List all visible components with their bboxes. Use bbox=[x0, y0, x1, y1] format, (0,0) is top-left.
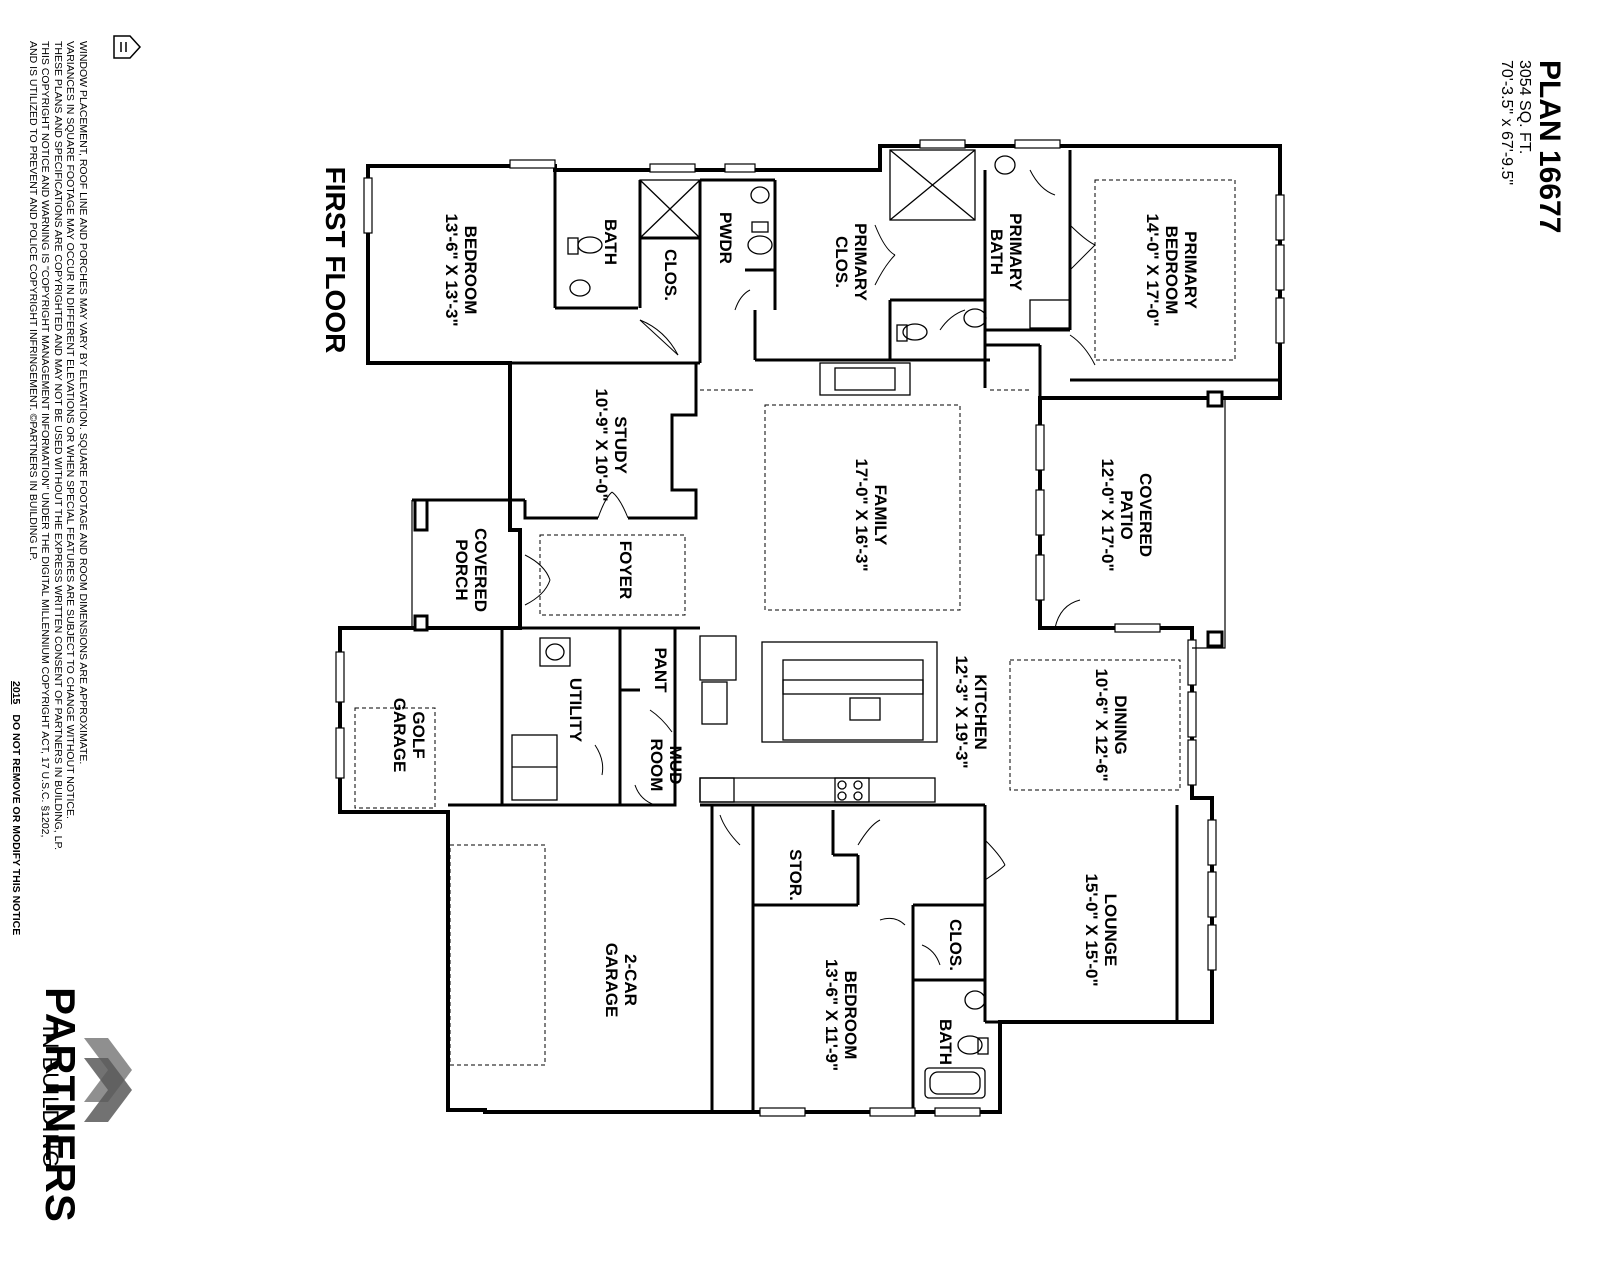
room-name: FAMILY bbox=[871, 484, 890, 546]
room-lounge: LOUNGE 15'-0" X 15'-0" bbox=[1080, 860, 1120, 1000]
door-swings bbox=[524, 169, 1096, 966]
room-foyer: FOYER bbox=[615, 530, 635, 610]
room-name: CLOS. bbox=[661, 249, 680, 301]
room-name: MUD bbox=[666, 745, 685, 785]
equal-housing-icon bbox=[113, 35, 142, 59]
room-name-2: PATIO bbox=[1117, 490, 1136, 540]
fixtures bbox=[511, 149, 1071, 1099]
room-size: 13'-6" X 11'-9" bbox=[822, 958, 841, 1072]
room-covered-patio: COVERED PATIO 12'-0" X 17'-0" bbox=[1095, 445, 1155, 585]
room-size: 12'-3" X 19'-3" bbox=[952, 655, 971, 769]
room-mud-room: MUD ROOM bbox=[645, 725, 685, 805]
room-name-2: GARAGE bbox=[390, 697, 409, 773]
room-covered-porch: COVERED PORCH bbox=[450, 520, 490, 620]
room-name-2: PORCH bbox=[452, 539, 471, 601]
room-size: 10'-6" X 12'-6" bbox=[1092, 668, 1111, 782]
plan-title-block: PLAN 16677 3054 SQ. FT. 70'-3.5" x 67'-9… bbox=[1498, 60, 1566, 320]
room-name: KITCHEN bbox=[971, 674, 990, 750]
room-clos-rear: CLOS. bbox=[945, 915, 965, 975]
plan-dimensions: 70'-3.5" x 67'-9.5" bbox=[1498, 60, 1515, 186]
room-name: PRIMARY bbox=[1181, 231, 1200, 309]
room-name-2: BATH bbox=[987, 229, 1006, 275]
room-name: FOYER bbox=[616, 540, 635, 600]
room-size: 12'-0" X 17'-0" bbox=[1098, 458, 1117, 572]
room-name: UTILITY bbox=[566, 677, 585, 743]
room-name: PRIMARY bbox=[851, 223, 870, 301]
room-name-2: GARAGE bbox=[602, 942, 621, 1018]
disclaimer-line: THESE PLANS AND SPECIFICATIONS ARE COPYR… bbox=[52, 41, 64, 851]
room-size: 17'-0" X 16'-3" bbox=[852, 458, 871, 572]
room-name: BEDROOM bbox=[841, 970, 860, 1060]
room-two-car-garage: 2-CAR GARAGE bbox=[600, 930, 640, 1030]
room-name: LOUNGE bbox=[1101, 893, 1120, 967]
room-bath-rear: BATH bbox=[935, 1012, 955, 1072]
room-name: BATH bbox=[601, 219, 620, 265]
room-size: 10'-9" X 10'-0" bbox=[592, 388, 611, 502]
room-size: 14'-0" X 17'-0" bbox=[1143, 213, 1162, 327]
disclaimer-line: VARIANCES IN SQUARE FOOTAGE MAY OCCUR IN… bbox=[64, 41, 77, 819]
copyright-disclaimer: WINDOW PLACEMENT, ROOF LINE AND PORCHES … bbox=[7, 41, 90, 961]
room-pwdr: PWDR bbox=[715, 208, 735, 268]
room-primary-clos: PRIMARY CLOS. bbox=[830, 212, 870, 312]
room-stor: STOR. bbox=[785, 840, 805, 910]
ceiling-outlines bbox=[354, 179, 1236, 1066]
room-name: STOR. bbox=[786, 849, 805, 901]
room-name: STUDY bbox=[611, 416, 630, 474]
room-utility: UTILITY bbox=[565, 670, 585, 750]
disclaimer-year: 2015 bbox=[10, 681, 23, 705]
disclaimer-line: AND IS UTILIZED TO PREVENT AND POLICE CO… bbox=[27, 41, 39, 561]
columns bbox=[413, 390, 1224, 648]
room-name: COVERED bbox=[471, 527, 490, 613]
chevron-logo-icon bbox=[84, 1038, 132, 1122]
room-family: FAMILY 17'-0" X 16'-3" bbox=[850, 445, 890, 585]
room-bedroom-front: BEDROOM 13'-6" X 13'-3" bbox=[440, 200, 480, 340]
room-name-2: BEDROOM bbox=[1162, 225, 1181, 315]
room-clos-front: CLOS. bbox=[660, 245, 680, 305]
room-name: COVERED bbox=[1136, 472, 1155, 558]
room-primary-bedroom: PRIMARY BEDROOM 14'-0" X 17'-0" bbox=[1140, 200, 1200, 340]
room-bath-front: BATH bbox=[600, 212, 620, 272]
plan-area: 3054 SQ. FT. bbox=[1516, 60, 1533, 155]
disclaimer-notice-line: 2015 DO NOT REMOVE OR MODIFY THIS NOTICE bbox=[10, 41, 23, 961]
room-name: PRIMARY bbox=[1006, 213, 1025, 291]
room-primary-bath: PRIMARY BATH bbox=[985, 202, 1025, 302]
porch-outlines bbox=[411, 397, 1226, 649]
room-kitchen: KITCHEN 12'-3" X 19'-3" bbox=[950, 642, 990, 782]
room-name: DINING bbox=[1111, 695, 1130, 755]
room-name: PWDR bbox=[716, 212, 735, 264]
room-name: PANT bbox=[651, 647, 670, 693]
floor-label: FIRST FLOOR bbox=[320, 166, 351, 354]
room-name: CLOS. bbox=[946, 919, 965, 971]
room-name: 2-CAR bbox=[621, 954, 640, 1006]
room-dining: DINING 10'-6" X 12'-6" bbox=[1090, 655, 1130, 795]
room-name: BATH bbox=[936, 1019, 955, 1065]
windows bbox=[335, 139, 1285, 1117]
room-golf-garage: GOLF GARAGE bbox=[388, 685, 428, 785]
room-size: 15'-0" X 15'-0" bbox=[1082, 873, 1101, 987]
room-name-2: ROOM bbox=[647, 738, 666, 792]
room-name: BEDROOM bbox=[461, 225, 480, 315]
plan-title: PLAN 16677 bbox=[1533, 60, 1566, 234]
disclaimer-line: WINDOW PLACEMENT, ROOF LINE AND PORCHES … bbox=[77, 41, 89, 765]
disclaimer-line: THIS COPYRIGHT NOTICE AND WARNING IS "CO… bbox=[39, 41, 52, 838]
disclaimer-notice: DO NOT REMOVE OR MODIFY THIS NOTICE bbox=[10, 714, 23, 936]
room-study: STUDY 10'-9" X 10'-0" bbox=[590, 375, 630, 515]
room-bedroom-rear: BEDROOM 13'-6" X 11'-9" bbox=[820, 945, 860, 1085]
room-name: GOLF bbox=[409, 711, 428, 759]
room-name-2: CLOS. bbox=[832, 236, 851, 288]
brand-tagline: IN BUILDING bbox=[38, 1025, 63, 1169]
room-size: 13'-6" X 13'-3" bbox=[442, 213, 461, 327]
room-pant: PANT bbox=[650, 640, 670, 700]
